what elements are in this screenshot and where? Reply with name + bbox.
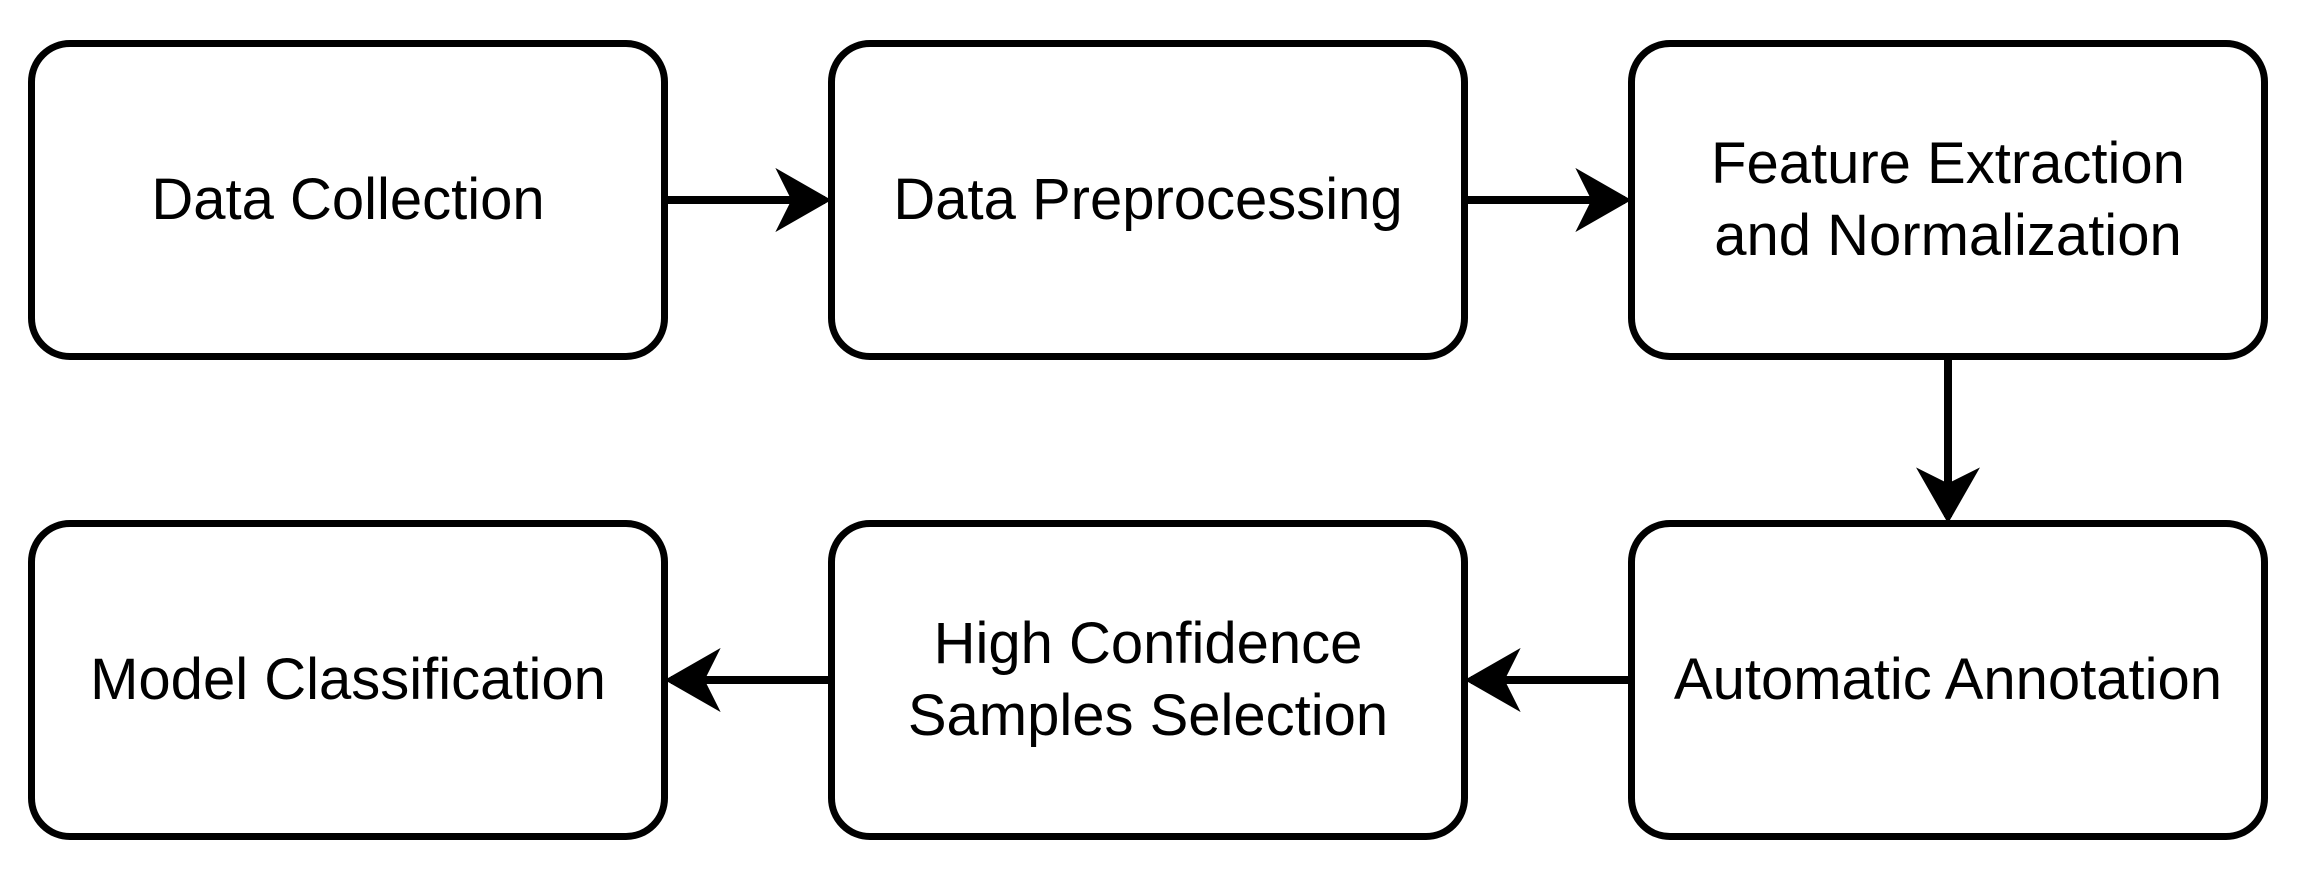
node-label: Data Collection: [151, 167, 545, 232]
node-label: High Confidence Samples Selection: [907, 611, 1389, 748]
node-label: Data Preprocessing: [893, 167, 1403, 232]
node-data-collection: Data Collection: [28, 40, 668, 360]
node-feature-extraction: Feature Extraction and Normalization: [1628, 40, 2268, 360]
node-automatic-annotation: Automatic Annotation: [1628, 520, 2268, 840]
node-model-classification: Model Classification: [28, 520, 668, 840]
node-high-confidence-samples-selection: High Confidence Samples Selection: [828, 520, 1468, 840]
node-data-preprocessing: Data Preprocessing: [828, 40, 1468, 360]
node-label: Feature Extraction and Normalization: [1711, 131, 2185, 268]
node-label: Automatic Annotation: [1673, 647, 2223, 712]
node-label: Model Classification: [90, 647, 606, 712]
